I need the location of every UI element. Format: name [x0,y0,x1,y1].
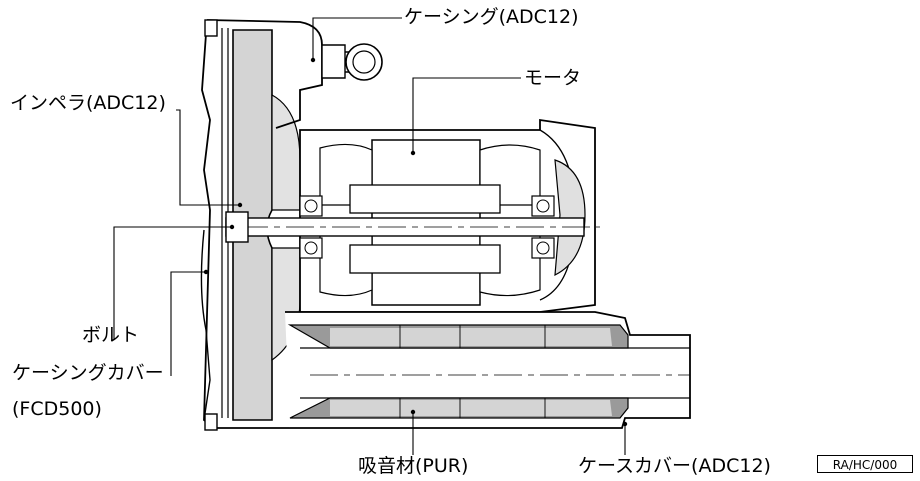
leader-casing [312,17,402,60]
label-case-cover: ケースカバー(ADC12) [578,455,771,477]
bearing-left-bottom [299,237,323,259]
casing-outlet-port-inner [352,50,376,74]
leader-dots [203,57,628,427]
bearing-ball [536,241,550,255]
leader-lines [113,17,626,455]
sound-absorber-upper-light [330,328,612,346]
motor-rotor-lower [349,244,501,274]
bearing-left-top [299,195,323,217]
figure-code-box: RA/HC/000 [817,455,913,473]
label-casing: ケーシング(ADC12) [404,6,579,28]
label-sound-absorber: 吸音材(PUR) [358,455,469,477]
bearing-right-top [531,195,555,217]
bearing-ball [304,199,318,213]
bearing-ball [536,199,550,213]
casing-outlet-port [345,43,383,81]
leader-impeller [176,109,240,206]
motor-rotor-upper [349,184,501,214]
leader-bolt [113,226,232,340]
casing-flange-top [204,19,218,37]
sound-absorber-lower-light [330,400,612,416]
label-motor: モータ [524,67,582,89]
label-bolt: ボルト [82,324,140,346]
label-impeller: インペラ(ADC12) [10,92,166,114]
bearing-ball [304,241,318,255]
leader-casing-cover [170,271,206,376]
casing-flange-bottom [204,413,218,431]
casing-cover-profile [200,229,211,421]
leader-motor [412,77,521,153]
bearing-right-bottom [531,237,555,259]
label-casing-cover: ケーシングカバー [12,362,164,384]
label-casing-cover-material: (FCD500) [12,398,102,420]
impeller-hub-shade [271,93,301,211]
